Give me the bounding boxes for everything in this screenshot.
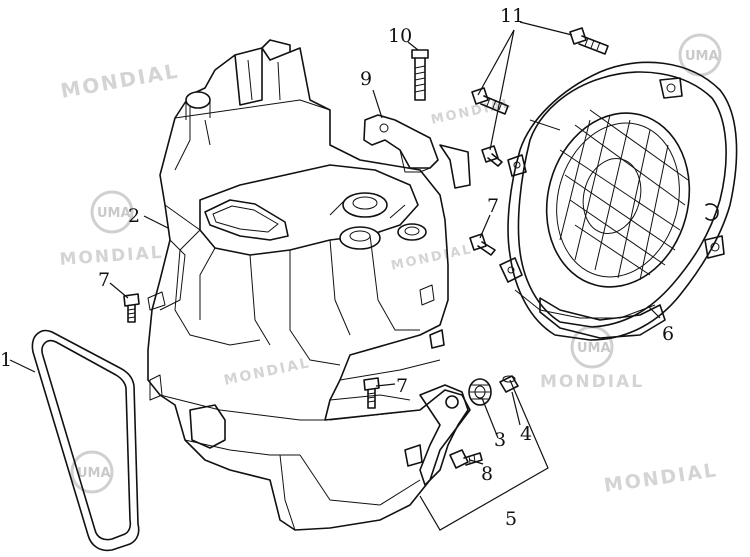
callout-8: 8 [481,463,493,485]
fan-grille-lines [559,109,689,281]
uma-logo-1: UMA [90,190,134,234]
callout-labels: 1 2 3 4 5 6 7 7 7 8 9 10 11 [0,5,674,530]
callout-7-right: 7 [487,195,499,217]
screw-7-bottom [363,377,380,409]
watermark-brand-3: MONDIAL [540,372,644,392]
callout-9: 9 [360,68,372,90]
watermark-brand-2: MONDIAL [59,243,164,270]
bolt-8 [449,449,483,469]
fan-cover [499,61,738,341]
callout-7-bottom: 7 [396,375,408,397]
callout-2: 2 [128,205,140,227]
gasket-seal [31,329,140,552]
rubber-grommet [468,378,492,406]
svg-text:UMA: UMA [97,206,131,221]
callout-4: 4 [520,423,532,445]
callout-7-left: 7 [98,269,110,291]
mounting-bracket [363,114,471,189]
callout-1: 1 [0,349,12,371]
callout-10: 10 [388,25,412,47]
callout-5: 5 [505,508,517,530]
svg-text:UMA: UMA [77,466,111,481]
screw-7-mid [469,233,496,256]
spacer-collar [499,375,519,393]
callout-11: 11 [500,5,524,27]
screw-7-right [481,145,503,167]
callout-6: 6 [662,323,674,345]
svg-text:UMA: UMA [685,49,719,64]
watermark-brand-6: MONDIAL [390,242,474,274]
leader-lines [9,21,661,531]
uma-logo-3: UMA [70,450,114,494]
bolt-10 [411,49,429,101]
watermark-brand-4: MONDIAL [603,459,720,497]
watermark-brand-1: MONDIAL [59,58,181,102]
screw-7-left [123,293,140,323]
bolt-11-upper [569,27,609,55]
bolt-11-lower [471,87,509,115]
cooling-shroud [147,39,471,531]
svg-text:UMA: UMA [577,341,611,356]
cover-plate [329,384,469,486]
callout-3: 3 [494,429,506,451]
watermark-brand-5: MONDIAL [223,355,313,389]
